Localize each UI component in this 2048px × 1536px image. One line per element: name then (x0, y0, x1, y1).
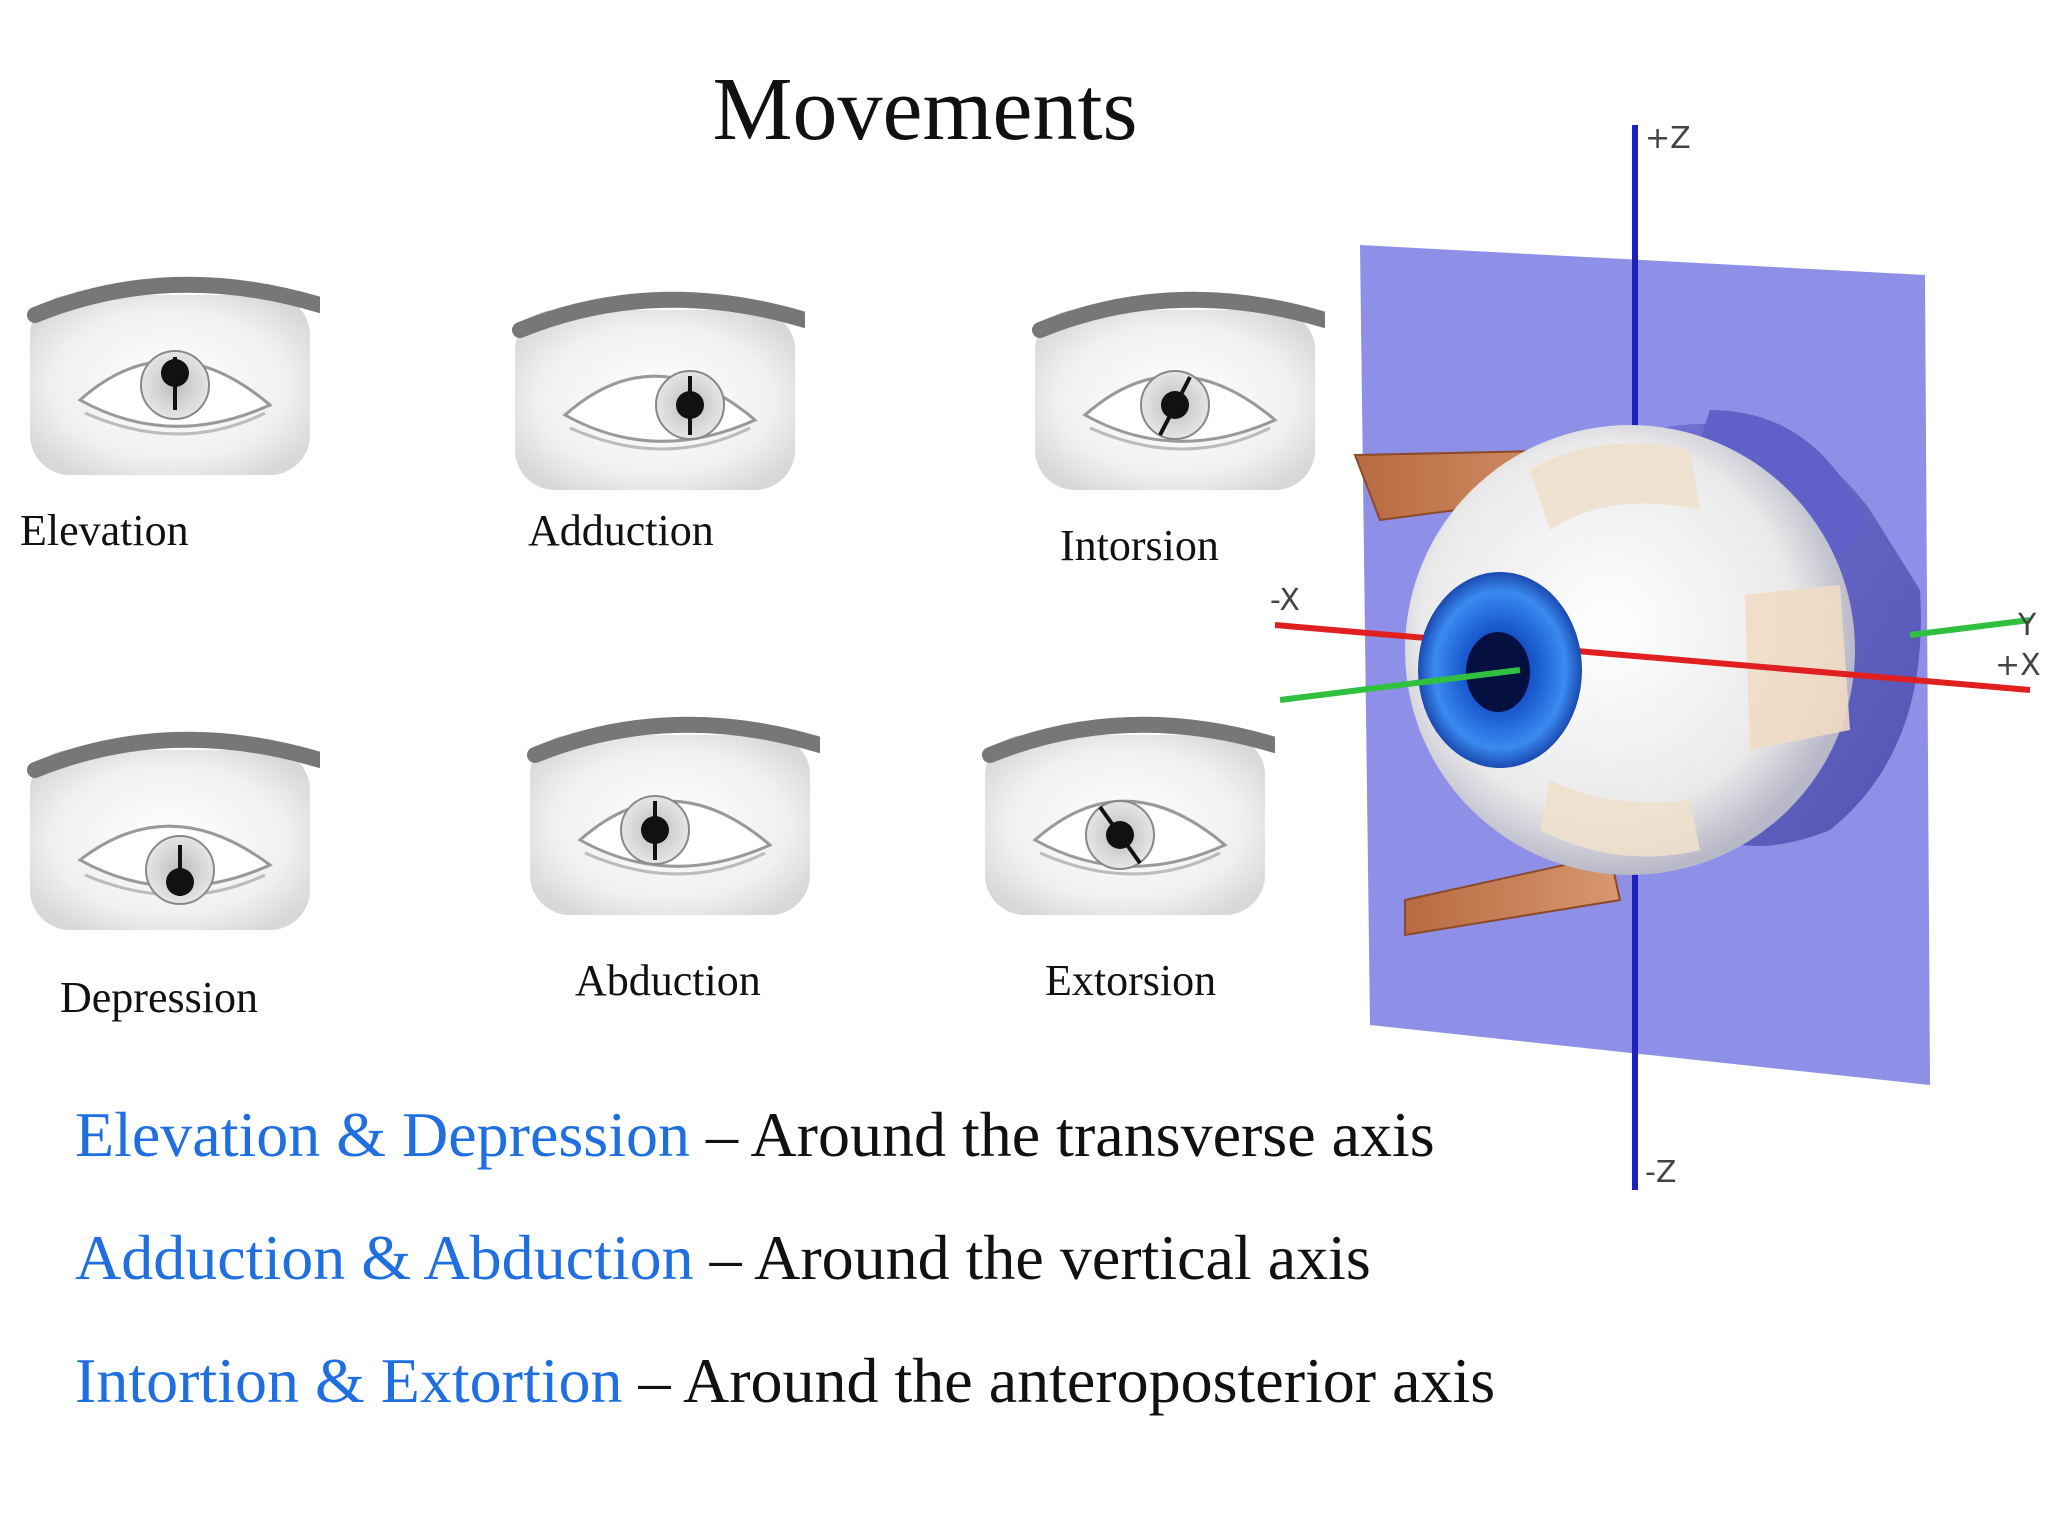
eye-label-depression: Depression (60, 973, 258, 1022)
eyeball-3d-model: +Z -Z -X +X Y (1230, 110, 2048, 1220)
eye-label-adduction: Adduction (528, 506, 714, 555)
z-minus-tag: -Z (1645, 1155, 1676, 1190)
x-plus-tag: +X (1995, 648, 2041, 683)
eye-depression-illustration (20, 720, 320, 940)
axis-line-anteroposterior: Intortion & Extortion – Around the anter… (75, 1346, 1495, 1416)
movement-pair: Intortion & Extortion (75, 1345, 623, 1416)
z-plus-tag: +Z (1645, 121, 1691, 156)
eye-intorsion-illustration (1025, 280, 1325, 500)
axis-name: Around the transverse axis (750, 1099, 1435, 1170)
page-title: Movements (712, 60, 1138, 159)
eye-label-intorsion: Intorsion (1060, 521, 1219, 570)
axis-line-transverse: Elevation & Depression – Around the tran… (75, 1100, 1495, 1170)
x-minus-tag: -X (1270, 583, 1300, 618)
eye-label-extorsion: Extorsion (1045, 956, 1217, 1005)
eye-extorsion-illustration (975, 705, 1275, 925)
axis-line-vertical: Adduction & Abduction – Around the verti… (75, 1223, 1495, 1293)
separator-dash: – (693, 1222, 755, 1293)
eye-adduction-illustration (505, 280, 805, 500)
movement-pair: Adduction & Abduction (75, 1222, 694, 1293)
eye-label-elevation: Elevation (20, 506, 189, 555)
y-tag: Y (2017, 608, 2037, 643)
axis-name: Around the vertical axis (754, 1222, 1371, 1293)
x-axis (1274, 622, 2031, 693)
separator-dash: – (622, 1345, 683, 1416)
axis-name: Around the anteroposterior axis (682, 1345, 1496, 1416)
separator-dash: – (689, 1099, 751, 1170)
eye-elevation-illustration (20, 265, 320, 485)
y-axis (1279, 667, 1521, 703)
eye-abduction-illustration (520, 705, 820, 925)
axis-descriptions: Elevation & Depression – Around the tran… (75, 1100, 1495, 1469)
eye-label-abduction: Abduction (575, 956, 761, 1005)
movement-pair: Elevation & Depression (75, 1099, 690, 1170)
